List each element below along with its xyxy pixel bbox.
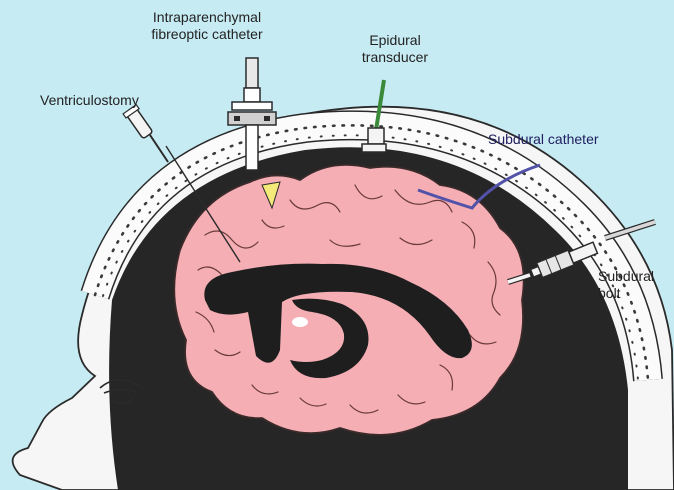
lateral-ventricle: [204, 263, 472, 363]
label-epidural-line1: Epidural: [369, 32, 421, 48]
label-subdural-bolt-line2: bolt: [598, 285, 621, 301]
epidural-transducer: [361, 79, 387, 153]
ventriculostomy-needle: [122, 103, 241, 263]
skull-bone: [82, 111, 662, 382]
label-subdural-bolt-line1: Subdural: [598, 268, 655, 284]
label-subdural-bolt: Subdural bolt: [598, 268, 654, 302]
brain: [173, 163, 525, 436]
brain-gyri: [195, 184, 501, 414]
label-epidural: Epidural transducer: [350, 32, 440, 66]
foramen: [292, 317, 308, 327]
label-intraparenchymal: Intraparenchymal fibreoptic catheter: [138, 9, 276, 43]
subdural-catheter: [417, 163, 541, 210]
subdural-bolt: [507, 219, 656, 285]
label-epidural-line2: transducer: [361, 49, 429, 65]
temporal-horn: [290, 298, 369, 379]
label-intraparenchymal-line2: fibreoptic catheter: [151, 26, 263, 42]
eye: [99, 379, 143, 405]
label-ventriculostomy: Ventriculostomy: [40, 92, 139, 108]
intraparenchymal-catheter: [227, 57, 281, 210]
label-subdural-catheter: Subdural catheter: [488, 131, 599, 147]
label-intraparenchymal-line1: Intraparenchymal: [152, 9, 262, 25]
skull-porosity-inner: [102, 134, 639, 381]
